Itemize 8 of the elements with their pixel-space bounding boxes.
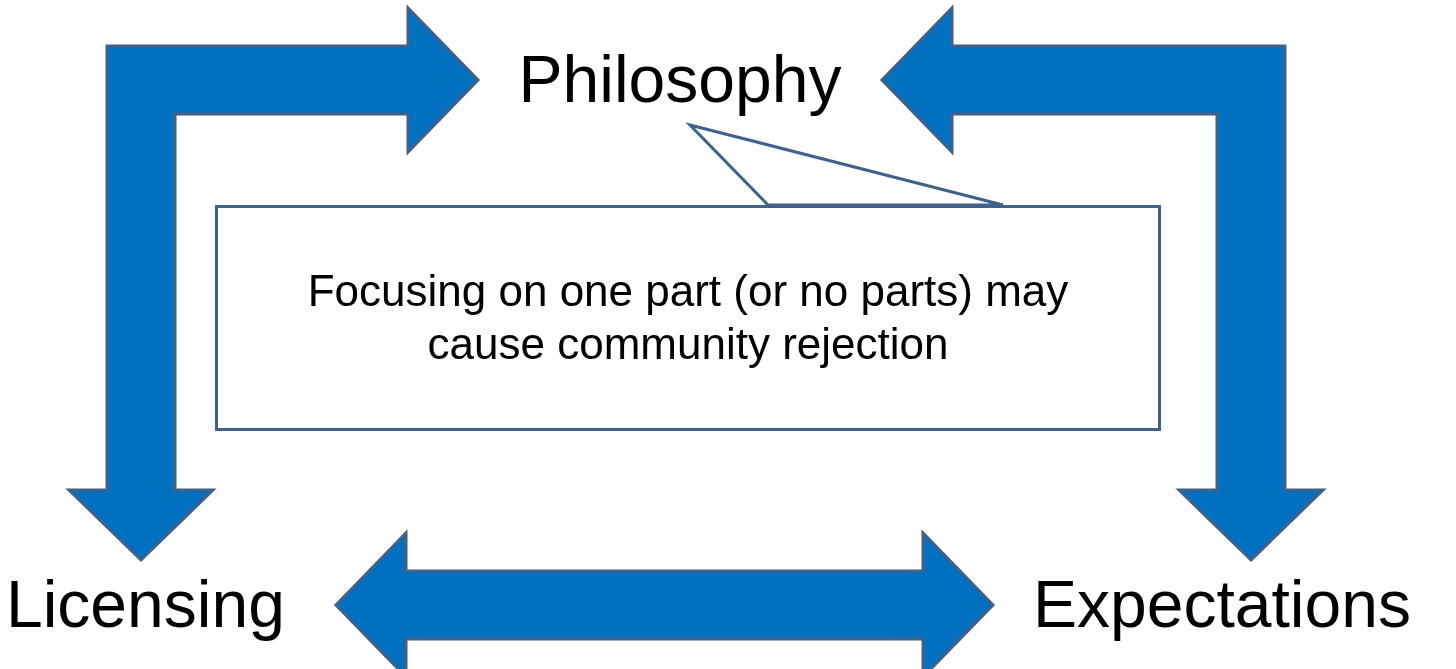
concept-label: Expectations — [1033, 566, 1411, 644]
callout-pointer — [685, 122, 1005, 207]
double-block-arrow — [879, 4, 1327, 563]
double-block-arrow — [65, 4, 481, 563]
concept-label: Licensing — [6, 566, 285, 644]
concept-label: Philosophy — [518, 41, 842, 119]
double-block-arrow — [333, 529, 996, 669]
callout-text: Focusing on one part (or no parts) may cause community rejection — [306, 265, 1070, 370]
